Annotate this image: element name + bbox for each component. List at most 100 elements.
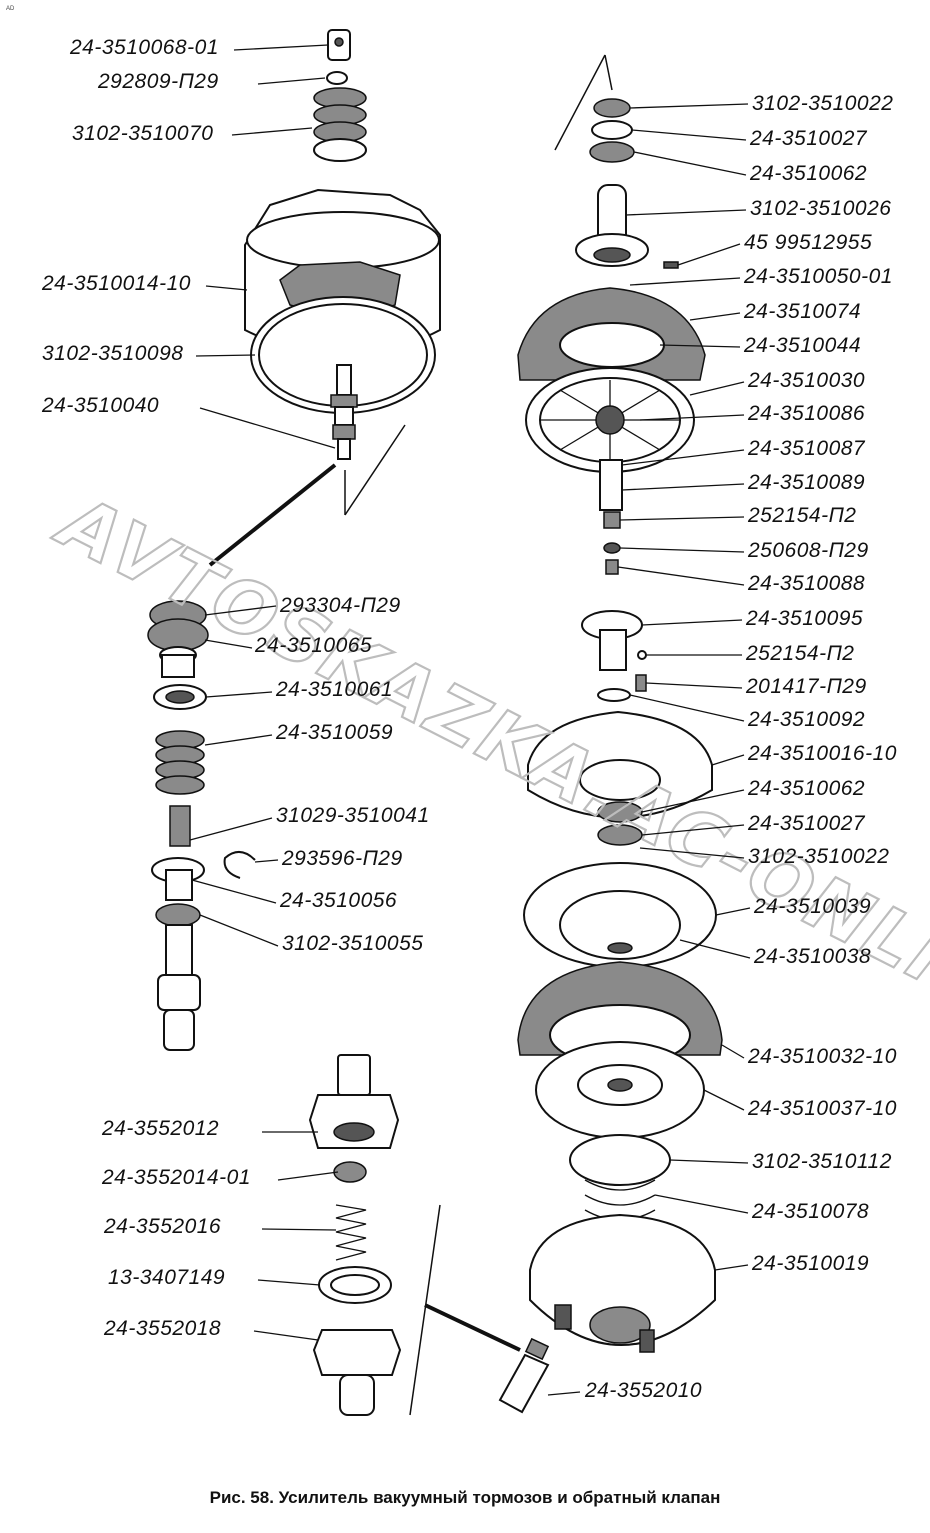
part-number-label: 3102-3510055 xyxy=(282,932,423,955)
part-number-label: 24-3552016 xyxy=(103,1215,221,1238)
leader-line xyxy=(669,1159,749,1164)
leader-line xyxy=(641,619,743,626)
leader-line xyxy=(629,103,749,109)
leader-line xyxy=(711,754,745,766)
hose-fitting xyxy=(498,1353,550,1414)
part-number-label: 13-3407149 xyxy=(108,1266,225,1289)
leader-line xyxy=(639,847,745,859)
part-number-label: 24-3552018 xyxy=(103,1317,221,1340)
leader-line xyxy=(199,914,279,947)
leader-line xyxy=(625,209,747,216)
part-number-label: 252154-П2 xyxy=(747,504,856,527)
leader-line xyxy=(205,691,273,698)
shaft xyxy=(599,459,623,511)
check-valve-nipple xyxy=(337,1054,371,1096)
leader-line xyxy=(677,243,741,266)
left-assembly xyxy=(147,29,441,1051)
part-number-label: 24-3510027 xyxy=(749,127,868,150)
part-number-label: 3102-3510026 xyxy=(750,197,891,220)
part-number-label: 45 99512955 xyxy=(744,231,872,254)
part-number-label: 24-3510068-01 xyxy=(69,36,219,59)
leader-line xyxy=(641,789,745,813)
leader-line xyxy=(204,639,253,649)
seal-ring-rear xyxy=(569,1134,671,1186)
part-number-label: 24-3510074 xyxy=(743,300,861,323)
leader-line xyxy=(619,516,745,521)
valve-disc xyxy=(333,1161,367,1183)
part-number-label: 24-3552014-01 xyxy=(101,1166,251,1189)
part-number-label: 24-3552012 xyxy=(101,1117,219,1140)
part-number-label: 24-3510062 xyxy=(749,162,867,185)
part-number-label: 24-3510050-01 xyxy=(743,265,893,288)
part-number-label: 24-3510062 xyxy=(747,777,865,800)
leader-line xyxy=(631,129,747,141)
figure-caption: Рис. 58. Усилитель вакуумный тормозов и … xyxy=(210,1488,721,1507)
part-number-label: 24-3510092 xyxy=(747,708,865,731)
seal-top xyxy=(593,98,631,118)
leader-line xyxy=(205,285,248,291)
part-number-label: 24-3510037-10 xyxy=(747,1097,897,1120)
leader-line xyxy=(204,605,277,616)
leader-line xyxy=(629,694,745,722)
part-number-label: 24-3510030 xyxy=(747,369,865,392)
part-number-label: 293596-П29 xyxy=(281,847,403,870)
pin xyxy=(663,261,679,269)
part-number-label: 24-3510088 xyxy=(747,572,865,595)
check-valve-nut xyxy=(308,1094,400,1149)
part-number-label: 24-3510086 xyxy=(747,402,865,425)
part-number-label: 24-3510044 xyxy=(743,334,861,357)
part-number-label: 24-3510065 xyxy=(254,634,372,657)
leader-line xyxy=(204,734,273,746)
leader-line xyxy=(641,824,745,836)
leader-line xyxy=(199,407,336,449)
valve-body xyxy=(330,394,358,408)
part-number-label: 292809-П29 xyxy=(97,70,219,93)
leader-line xyxy=(547,1391,581,1396)
leader-line xyxy=(231,127,313,136)
right-assembly xyxy=(517,54,723,1353)
part-number-label: 3102-3510112 xyxy=(752,1150,892,1173)
part-number-label: 24-3510087 xyxy=(747,437,866,460)
leader-line xyxy=(715,907,751,916)
leader-line xyxy=(261,1228,337,1231)
part-number-label: 24-3510014-10 xyxy=(41,272,191,295)
part-number-label: 293304-П29 xyxy=(279,594,401,617)
leader-line xyxy=(195,354,256,357)
leader-line xyxy=(714,1264,749,1271)
part-number-label: 24-3510038 xyxy=(753,945,871,968)
part-number-label: 31029-3510041 xyxy=(276,804,430,827)
part-number-label: 24-3510095 xyxy=(745,607,863,630)
leader-line xyxy=(639,414,745,421)
leader-line xyxy=(659,344,741,348)
leader-line xyxy=(617,566,745,586)
leader-line xyxy=(257,77,326,85)
part-number-label: 24-3510089 xyxy=(747,471,865,494)
fitting-hole xyxy=(334,37,344,47)
part-number-label: 24-3510032-10 xyxy=(747,1045,897,1068)
part-number-label: 3102-3510070 xyxy=(72,122,213,145)
part-number-label: 250608-П29 xyxy=(747,539,869,562)
part-number-label: 3102-3510022 xyxy=(748,845,889,868)
part-number-label: 3102-3510022 xyxy=(752,92,893,115)
check-valve-body xyxy=(312,1329,402,1376)
leader-line xyxy=(621,449,745,466)
part-number-label: 24-3510056 xyxy=(279,889,397,912)
leader-line xyxy=(689,381,745,396)
leader-line xyxy=(257,1279,321,1286)
leader-line xyxy=(189,817,273,841)
part-number-label: 24-3510016-10 xyxy=(747,742,897,765)
part-number-label: 3102-3510098 xyxy=(42,342,183,365)
leader-line xyxy=(703,1089,745,1111)
labels: 24-3510068-01 292809-П29 3102-3510070 24-35… xyxy=(41,36,897,1402)
leader-line xyxy=(254,859,279,863)
piston-rod xyxy=(169,805,191,847)
rear-shell xyxy=(529,1213,716,1346)
leader-line xyxy=(689,312,741,321)
leader-line xyxy=(619,547,745,553)
valve-base xyxy=(157,974,201,1011)
leader-line xyxy=(253,1330,319,1341)
leader-line xyxy=(277,1171,339,1181)
leader-line xyxy=(191,879,277,904)
part-number-label: 24-3510059 xyxy=(275,721,393,744)
